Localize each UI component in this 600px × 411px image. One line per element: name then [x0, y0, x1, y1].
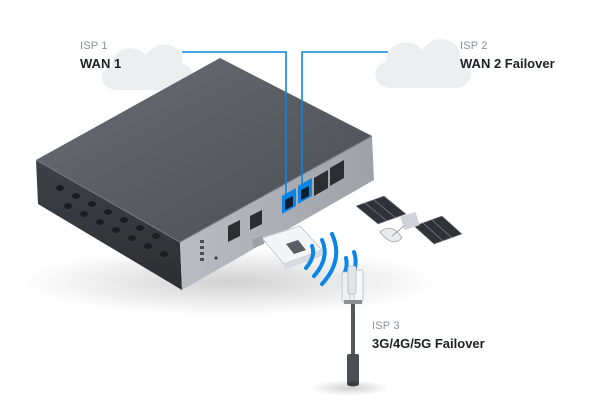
isp3-tag: ISP 3 — [372, 320, 400, 332]
wan2-port — [298, 178, 312, 204]
wan2-connection-line — [301, 51, 388, 186]
wan1-connection-line — [182, 51, 287, 196]
isp1-name: WAN 1 — [80, 56, 122, 71]
satellite-icon — [355, 195, 463, 245]
isp3-name: 3G/4G/5G Failover — [372, 336, 485, 351]
isp2-tag: ISP 2 — [460, 40, 488, 52]
isp2-name: WAN 2 Failover — [460, 56, 555, 71]
cloud-icon — [375, 39, 471, 88]
cloud-icon — [101, 44, 193, 90]
cell-tower-antenna — [341, 265, 364, 387]
router-device — [35, 58, 374, 290]
isp1-tag: ISP 1 — [80, 40, 108, 52]
